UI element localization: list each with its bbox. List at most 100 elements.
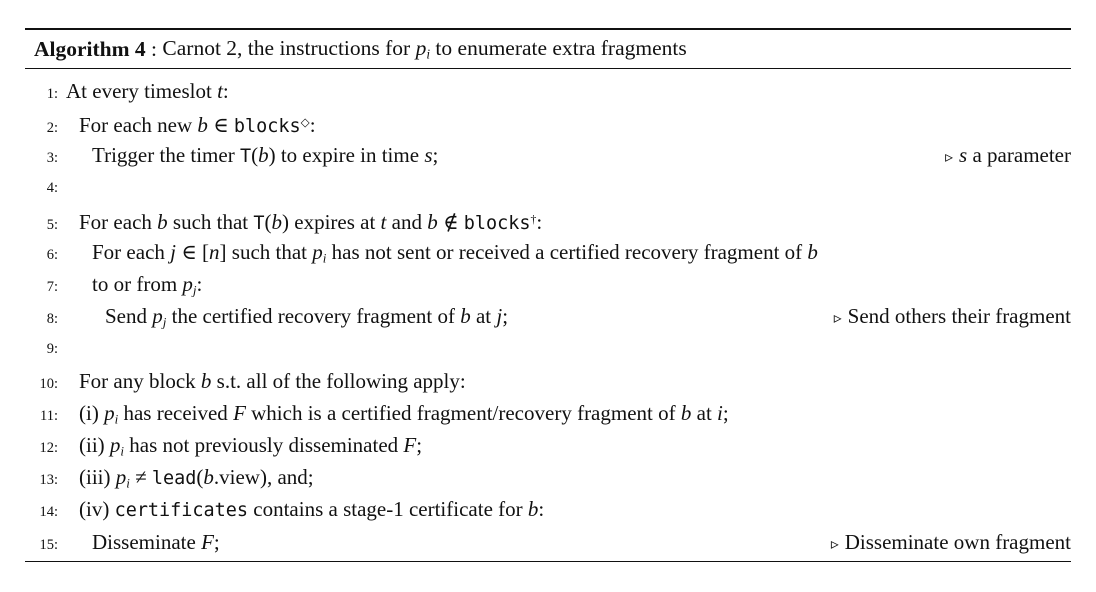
- text-segment-it: b: [460, 304, 471, 329]
- comment-triangle-icon: ▹: [830, 535, 839, 553]
- algorithm-line: 5:For each b such that T(b) expires at t…: [25, 204, 1071, 236]
- header-rule: [25, 68, 1071, 69]
- line-text: Trigger the timer T(b) to expire in time…: [58, 139, 438, 173]
- text-segment-rm: Disseminate: [92, 529, 202, 554]
- text-segment-it: s: [959, 143, 968, 168]
- text-segment-rm: ) expires at: [282, 209, 381, 234]
- text-segment-sub: i: [114, 411, 119, 427]
- algorithm-line: 7:to or from pj:: [25, 268, 1071, 300]
- text-segment-rm: Carnot 2, the instructions for: [162, 35, 416, 60]
- algorithm-line: 6:For each j ∈ [n] such that pi has not …: [25, 236, 1071, 268]
- line-number: 15:: [39, 536, 58, 553]
- text-segment-rm: ∉: [437, 209, 464, 234]
- text-segment-it: b: [200, 368, 212, 393]
- line-number: 8:: [46, 311, 58, 328]
- line-text: For any block b s.t. all of the followin…: [58, 365, 466, 397]
- line-text: to or from pj:: [58, 268, 202, 306]
- text-segment-rm: Disseminate own fragment: [844, 529, 1071, 554]
- line-number: 13:: [39, 472, 58, 489]
- line-number: 10:: [39, 375, 58, 392]
- text-segment-rm: to enumerate extra fragments: [430, 35, 687, 60]
- text-segment-rm: which is a certified fragment/recovery f…: [245, 400, 681, 425]
- text-segment-it: b: [807, 239, 818, 264]
- algorithm-line: 14:(iv) certificates contains a stage-1 …: [25, 493, 1071, 525]
- algorithm-line: 1: At every timeslot t:: [25, 75, 1071, 107]
- text-segment-tt: blocks: [463, 212, 531, 234]
- text-segment-it: F: [403, 433, 417, 458]
- text-segment-it: b: [258, 143, 269, 168]
- text-segment-rm: For each: [79, 209, 158, 234]
- text-segment-rm: ;: [432, 143, 439, 168]
- text-segment-rm: (: [196, 465, 204, 490]
- algorithm-line: 12:(ii) pi has not previously disseminat…: [25, 429, 1071, 461]
- text-segment-it: b: [680, 400, 692, 425]
- text-segment-rm: the certified recovery fragment of: [166, 304, 461, 329]
- text-segment-rm: has received: [118, 400, 234, 425]
- comment-triangle-icon: ▹: [833, 310, 842, 328]
- algorithm-table: Algorithm 4 : Carnot 2, the instructions…: [25, 28, 1071, 562]
- line-text: (ii) pi has not previously disseminated …: [58, 429, 422, 467]
- line-number: 6:: [46, 246, 58, 263]
- text-segment-rm: (iv): [79, 497, 115, 522]
- text-segment-sub: j: [192, 282, 197, 298]
- algorithm-line: 4:: [25, 172, 1071, 204]
- text-segment-it: n: [209, 239, 220, 264]
- algorithm-line: 2:For each new b ∈ blocks◇:: [25, 107, 1071, 139]
- text-segment-rm: a parameter: [967, 143, 1071, 168]
- bottom-rule: [25, 560, 1071, 562]
- line-number: 9:: [46, 340, 58, 357]
- text-segment-rm: contains a stage-1 certificate for: [248, 497, 528, 522]
- text-segment-rm: For any block: [79, 368, 201, 393]
- algorithm-title: Carnot 2, the instructions for pi to enu…: [162, 36, 686, 62]
- text-segment-it: b: [197, 113, 208, 138]
- text-segment-rm: At every timeslot: [66, 79, 218, 103]
- text-segment-tt: blocks: [233, 116, 301, 138]
- line-number: 5:: [46, 216, 58, 233]
- text-segment-it: b: [527, 497, 539, 522]
- line-number: 1:: [46, 86, 58, 102]
- text-segment-it: s: [424, 143, 433, 168]
- text-segment-rm: ;: [416, 433, 423, 458]
- text-segment-rm: ;: [722, 400, 729, 425]
- text-segment-rm: (iii): [79, 465, 116, 490]
- line-number: 4:: [46, 179, 58, 196]
- text-segment-rm: such that: [167, 209, 254, 234]
- text-segment-rm: :: [309, 113, 316, 138]
- text-segment-sub: i: [120, 443, 125, 459]
- text-segment-rm: Send others their fragment: [847, 304, 1071, 329]
- line-number: 7:: [46, 279, 58, 296]
- text-segment-it: j: [170, 239, 176, 264]
- algorithm-header: Algorithm 4 : Carnot 2, the instructions…: [25, 30, 1071, 68]
- text-segment-it: t: [380, 209, 387, 234]
- text-segment-rm: :: [222, 79, 229, 103]
- line-text: For each new b ∈ blocks◇:: [58, 107, 316, 143]
- text-segment-it: b: [157, 209, 168, 234]
- line-number: 3:: [46, 150, 58, 167]
- text-segment-rm: ∈ [: [175, 239, 210, 264]
- text-segment-rm: .view), and;: [213, 465, 314, 490]
- text-segment-rm: has not previously disseminated: [124, 433, 404, 458]
- line-text: (iv) certificates contains a stage-1 cer…: [58, 493, 544, 527]
- text-segment-it: b: [271, 209, 283, 234]
- text-segment-it: p: [312, 239, 323, 264]
- algorithm-label: Algorithm 4: [34, 36, 146, 61]
- text-segment-rm: ] such that: [219, 239, 313, 264]
- text-segment-rm: at: [470, 304, 497, 329]
- text-segment-rm: ) to expire in time: [268, 143, 425, 168]
- text-segment-it: t: [217, 79, 223, 103]
- text-segment-it: F: [233, 400, 246, 425]
- text-segment-it: p: [182, 272, 193, 297]
- algorithm-line: 10:For any block b s.t. all of the follo…: [25, 365, 1071, 397]
- line-text: For each j ∈ [n] such that pi has not se…: [58, 236, 818, 274]
- text-segment-it: p: [152, 304, 163, 329]
- comment-triangle-icon: ▹: [945, 149, 954, 167]
- text-segment-it: p: [109, 433, 121, 458]
- top-rule: [25, 28, 1071, 30]
- text-segment-sub: i: [426, 46, 431, 62]
- text-segment-rm: (: [251, 143, 259, 168]
- text-segment-rm: s.t. all of the following apply:: [211, 368, 466, 393]
- line-text: (iii) pi ≠ lead(b.view), and;: [58, 461, 314, 499]
- text-segment-sub: i: [126, 475, 130, 491]
- text-segment-it: b: [203, 465, 214, 490]
- text-segment-it: p: [415, 35, 427, 60]
